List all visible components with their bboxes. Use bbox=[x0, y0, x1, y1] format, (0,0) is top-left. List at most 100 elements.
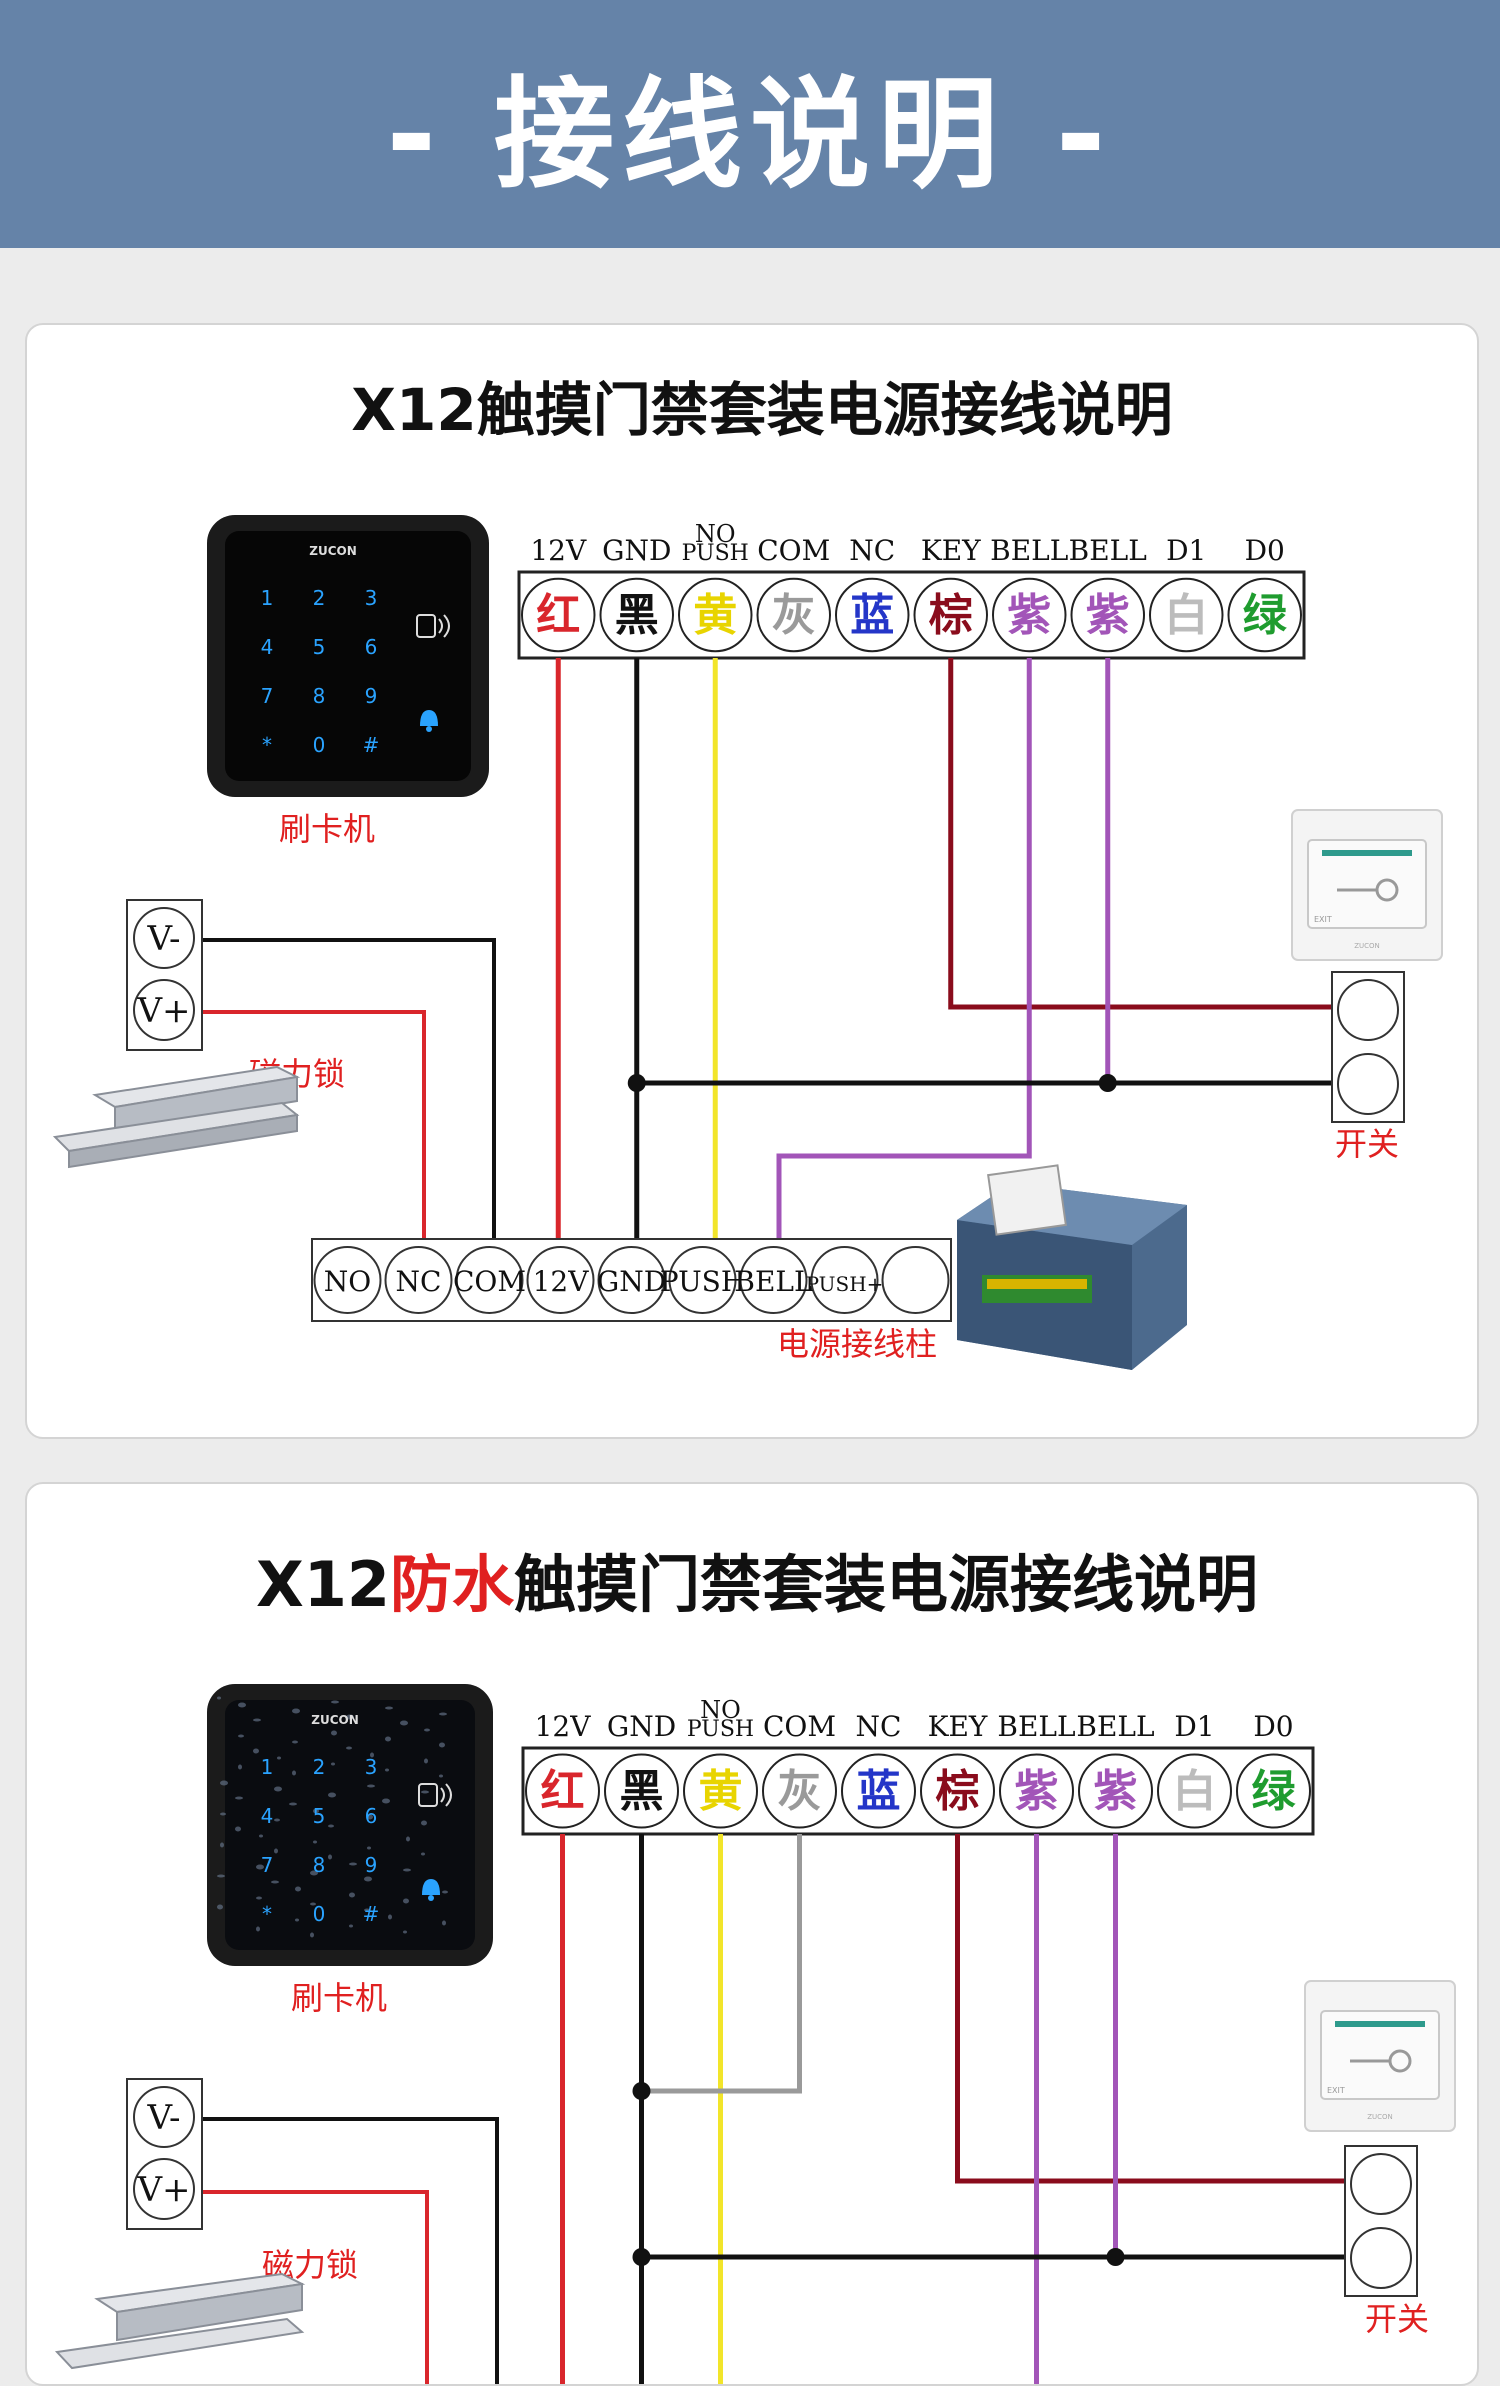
wire-terminal bbox=[762, 1753, 837, 1829]
terminal-header-top: NO bbox=[695, 520, 736, 548]
reader-brand: ZUCON bbox=[309, 544, 357, 558]
wire-color-label: 绿 bbox=[1243, 590, 1288, 641]
wire-terminal bbox=[678, 577, 753, 653]
magnetic-lock-2 bbox=[54, 2272, 306, 2370]
lock-terminals: V- V+ bbox=[126, 899, 203, 1051]
keypad-key: 9 bbox=[365, 1853, 378, 1877]
terminal-header: KEY bbox=[928, 1710, 988, 1743]
keypad-key: 3 bbox=[365, 1755, 378, 1779]
wire-terminal bbox=[525, 1753, 600, 1829]
terminal-header: NC bbox=[856, 1710, 902, 1743]
wire-lock-vminus bbox=[202, 2117, 499, 2384]
wire-color-label: 绿 bbox=[1252, 1766, 1297, 1817]
wire-color-label: 紫 bbox=[1094, 1766, 1138, 1817]
wire-terminal bbox=[920, 1753, 995, 1829]
wire-terminal bbox=[1078, 1753, 1153, 1829]
wire-bell1-purple bbox=[776, 658, 1032, 1255]
wire-lock-vplus bbox=[202, 2190, 429, 2384]
terminal-header: D0 bbox=[1253, 1710, 1293, 1743]
wire-color-label: 红 bbox=[541, 1766, 585, 1817]
header-banner: - 接线说明 - bbox=[0, 0, 1500, 248]
terminal-header: BELL bbox=[1069, 534, 1147, 567]
reader-label-2: 刷卡机 bbox=[291, 1979, 387, 2017]
keypad-key: 7 bbox=[261, 684, 274, 708]
terminal-header: D1 bbox=[1166, 534, 1206, 567]
psu-terminal-label: GND bbox=[597, 1265, 666, 1298]
wire-terminal bbox=[835, 577, 910, 653]
junction-dot bbox=[1106, 2248, 1125, 2266]
keypad-key: 2 bbox=[313, 586, 326, 610]
keypad-key: # bbox=[363, 1902, 380, 1926]
keypad-key: 5 bbox=[313, 635, 326, 659]
reader-label: 刷卡机 bbox=[279, 810, 375, 848]
title-highlight: 防水 bbox=[390, 1548, 515, 1621]
terminal-header: BELL bbox=[1076, 1710, 1154, 1743]
terminal-header: GND bbox=[602, 534, 671, 567]
psu-terminal-label: NC bbox=[396, 1265, 442, 1298]
psu-terminal bbox=[739, 1246, 808, 1314]
wire-terminal bbox=[521, 577, 596, 653]
psu-terminal bbox=[313, 1246, 382, 1314]
keypad-key: * bbox=[262, 1902, 272, 1926]
psu-terminal bbox=[881, 1246, 950, 1314]
wiring-2 bbox=[202, 1834, 1367, 2384]
psu-terminal-label: 12V bbox=[533, 1265, 590, 1298]
terminal-header: PUSH bbox=[682, 541, 749, 566]
terminal-header: 12V bbox=[535, 1710, 592, 1743]
keypad-key: 2 bbox=[313, 1755, 326, 1779]
keypad-key: 4 bbox=[261, 635, 274, 659]
exit-button-image-2: EXIT ZUCON bbox=[1304, 1980, 1456, 2132]
magnetic-lock bbox=[52, 1065, 301, 1169]
terminal-header: D0 bbox=[1245, 534, 1285, 567]
exit-text: EXIT bbox=[1314, 915, 1332, 924]
wire-terminal bbox=[999, 1753, 1074, 1829]
terminal-header: BELL bbox=[997, 1710, 1075, 1743]
wire-color-label: 红 bbox=[536, 590, 580, 641]
psu-terminal bbox=[810, 1246, 879, 1314]
psu-terminal-label: NO bbox=[324, 1265, 371, 1298]
wire-lock-vminus bbox=[202, 938, 496, 1255]
wire-terminal bbox=[1070, 577, 1145, 653]
exit-button-image: EXIT ZUCON bbox=[1291, 809, 1443, 961]
wiring bbox=[202, 658, 1357, 1255]
lock-terminal-vminus-2: V- bbox=[147, 2098, 181, 2138]
psu-terminal bbox=[668, 1246, 737, 1314]
wire-color-label: 蓝 bbox=[857, 1766, 901, 1817]
keypad-key: 6 bbox=[365, 1804, 378, 1828]
wire-color-label: 紫 bbox=[1015, 1766, 1059, 1817]
switch-terminals bbox=[1331, 971, 1405, 1123]
keypad-key: 8 bbox=[313, 1853, 326, 1877]
lock-terminal-vplus-2: V+ bbox=[136, 2170, 190, 2210]
keypad-key: 1 bbox=[261, 1755, 274, 1779]
switch-label-2: 开关 bbox=[1365, 2300, 1429, 2338]
terminal-header-top: NO bbox=[700, 1696, 741, 1724]
wire-color-label: 白 bbox=[1173, 1766, 1217, 1817]
wire-color-label: 黑 bbox=[620, 1766, 664, 1817]
bell-icon bbox=[422, 1879, 440, 1901]
wire-terminal bbox=[1236, 1753, 1311, 1829]
switch-label: 开关 bbox=[1335, 1125, 1399, 1163]
terminal-header: COM bbox=[763, 1710, 836, 1743]
junction-dot bbox=[632, 2248, 651, 2266]
keypad-key: * bbox=[262, 733, 272, 757]
exit-brand-2: ZUCON bbox=[1367, 2113, 1393, 2121]
wire-terminal bbox=[604, 1753, 679, 1829]
wire-color-label: 黄 bbox=[693, 590, 737, 641]
psu-terminal bbox=[597, 1246, 666, 1314]
keypad-key: 9 bbox=[365, 684, 378, 708]
psu-terminal-label: BELL bbox=[734, 1265, 812, 1298]
switch-terminals-2 bbox=[1344, 2145, 1418, 2297]
terminal-header: 12V bbox=[530, 534, 587, 567]
wire-color-label: 棕 bbox=[936, 1766, 980, 1817]
lock-terminal-vplus: V+ bbox=[136, 991, 190, 1031]
wire-key-brown bbox=[948, 658, 1357, 1010]
psu-terminal-label: PUSH bbox=[660, 1265, 746, 1298]
title-suffix: 触摸门禁套装电源接线说明 bbox=[514, 1548, 1258, 1621]
keypad-key: # bbox=[363, 733, 380, 757]
wire-color-label: 紫 bbox=[1007, 590, 1051, 641]
wire-terminal bbox=[1227, 577, 1302, 653]
